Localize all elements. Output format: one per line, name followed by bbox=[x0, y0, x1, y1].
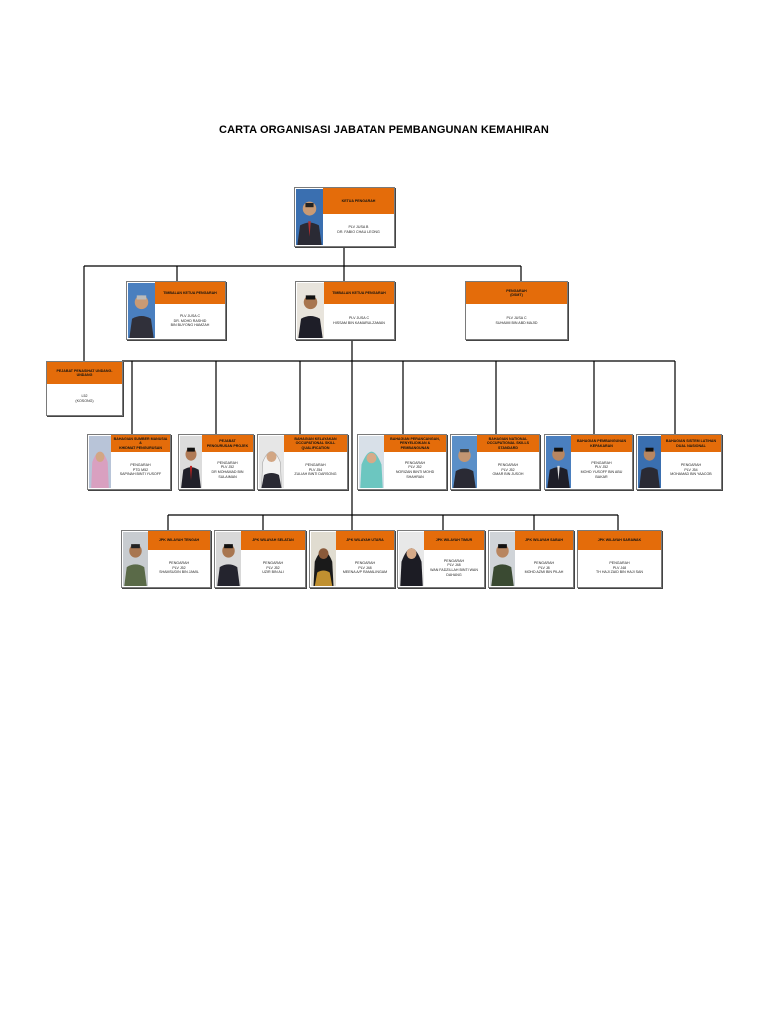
node-header: JPK WILAYAH TENGAH bbox=[148, 531, 210, 550]
person-photo bbox=[452, 436, 477, 488]
person-photo bbox=[123, 532, 148, 586]
node-header: TIMBALAN KETUA PENGARAH bbox=[324, 282, 394, 304]
node-body: L52(KOSONG) bbox=[75, 394, 94, 403]
node-bahagian-sumber-manusia: BAHAGIAN SUMBER MANUSIA &KHIDMAT PENGURU… bbox=[87, 434, 171, 490]
node-header: BAHAGIAN PERANCANGAN,PENYELIDIKAN &PEMBA… bbox=[384, 435, 446, 452]
node-header: JPK WILAYAH UTARA bbox=[336, 531, 394, 550]
node-header: TIMBALAN KETUA PENGARAH bbox=[155, 282, 225, 304]
person-photo bbox=[297, 283, 324, 338]
person-photo bbox=[490, 532, 515, 586]
person-photo bbox=[216, 532, 241, 586]
person-photo bbox=[311, 532, 336, 586]
person-photo bbox=[399, 532, 424, 586]
node-header: PENGARAH(DSMT) bbox=[466, 282, 567, 304]
node-header: JPK WILAYAH SARAWAK bbox=[578, 531, 661, 550]
person-photo bbox=[180, 436, 202, 488]
person-photo bbox=[259, 436, 284, 488]
node-header: PEJABAT PENASIHAT UNDANG-UNDANG bbox=[47, 362, 122, 384]
node-header: JPK WILAYAH TIMUR bbox=[424, 531, 484, 550]
person-photo bbox=[546, 436, 571, 488]
person-photo bbox=[89, 436, 111, 488]
person-photo bbox=[296, 189, 323, 245]
person-photo bbox=[359, 436, 384, 488]
chart-title: CARTA ORGANISASI JABATAN PEMBANGUNAN KEM… bbox=[219, 124, 549, 136]
node-header: BAHAGIAN SUMBER MANUSIA &KHIDMAT PENGURU… bbox=[111, 435, 170, 452]
person-photo bbox=[638, 436, 661, 488]
node-header: JPK WILAYAH SABAH bbox=[515, 531, 573, 550]
node-header: KETUA PENGARAH bbox=[323, 188, 394, 214]
person-photo bbox=[128, 283, 155, 338]
node-bahagian-perancangan-penyelidikan: BAHAGIAN PERANCANGAN,PENYELIDIKAN &PEMBA… bbox=[357, 434, 447, 490]
node-header: JPK WILAYAH SELATAN bbox=[241, 531, 305, 550]
node-pejabat-penasihat-undang: PEJABAT PENASIHAT UNDANG-UNDANG L52(KOSO… bbox=[46, 361, 123, 416]
